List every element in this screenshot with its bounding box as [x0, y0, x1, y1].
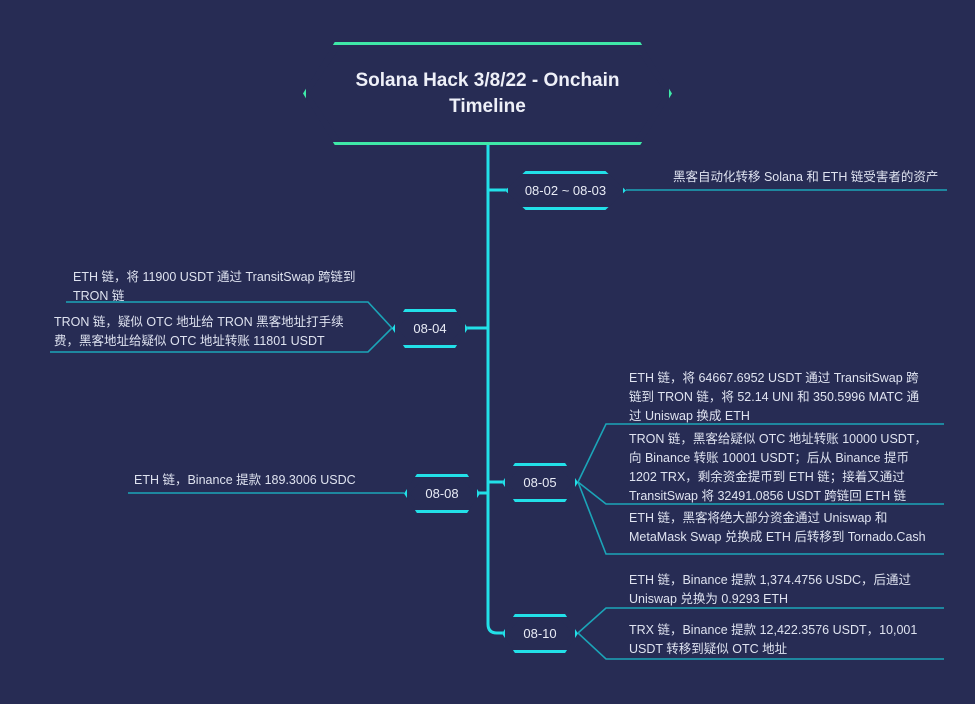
date-node-08-05[interactable]: 08-05: [502, 463, 578, 502]
page-title: Solana Hack 3/8/22 - Onchain Timeline: [355, 69, 620, 117]
date-node-08-08[interactable]: 08-08: [404, 474, 480, 513]
date-node-fill: [508, 620, 572, 647]
date-node-fill: [398, 315, 462, 342]
date-node-fill: [511, 177, 620, 204]
date-node-08-10[interactable]: 08-10: [502, 614, 578, 653]
date-node-08-02[interactable]: 08-02 ~ 08-03: [505, 171, 626, 210]
leaf-08-05-1: ETH 链，将 64667.6952 USDT 通过 TransitSwap 跨…: [629, 371, 920, 423]
leaf-08-04-2: TRON 链，疑似 OTC 地址给 TRON 黑客地址打手续费，黑客地址给疑似 …: [54, 315, 344, 348]
root-node[interactable]: Solana Hack 3/8/22 - Onchain Timeline: [303, 42, 672, 145]
root-node-fill: [309, 48, 666, 139]
date-node-label: 08-05: [523, 474, 557, 490]
leaf-08-10-2: TRX 链，Binance 提款 12,422.3576 USDT，10,001…: [629, 623, 918, 656]
date-node-fill: [508, 469, 572, 496]
leaf-08-04-1: ETH 链，将 11900 USDT 通过 TransitSwap 跨链到 TR…: [73, 270, 356, 303]
date-node-fill: [410, 480, 474, 507]
leaf-08-05-2: TRON 链，黑客给疑似 OTC 地址转账 10000 USDT，向 Binan…: [629, 432, 927, 503]
date-node-08-04[interactable]: 08-04: [392, 309, 468, 348]
date-node-label: 08-04: [413, 320, 447, 336]
leaf-08-08-1: ETH 链，Binance 提款 189.3006 USDC: [134, 473, 356, 487]
date-node-label: 08-10: [523, 625, 557, 641]
leaf-08-10-1: ETH 链，Binance 提款 1,374.4756 USDC，后通过 Uni…: [629, 573, 912, 606]
date-node-label: 08-08: [425, 485, 459, 501]
date-node-label: 08-02 ~ 08-03: [524, 182, 607, 198]
leaf-08-02-1: 黑客自动化转移 Solana 和 ETH 链受害者的资产: [673, 170, 939, 184]
leaf-08-05-3: ETH 链，黑客将绝大部分资金通过 Uniswap 和 MetaMask Swa…: [629, 511, 926, 544]
